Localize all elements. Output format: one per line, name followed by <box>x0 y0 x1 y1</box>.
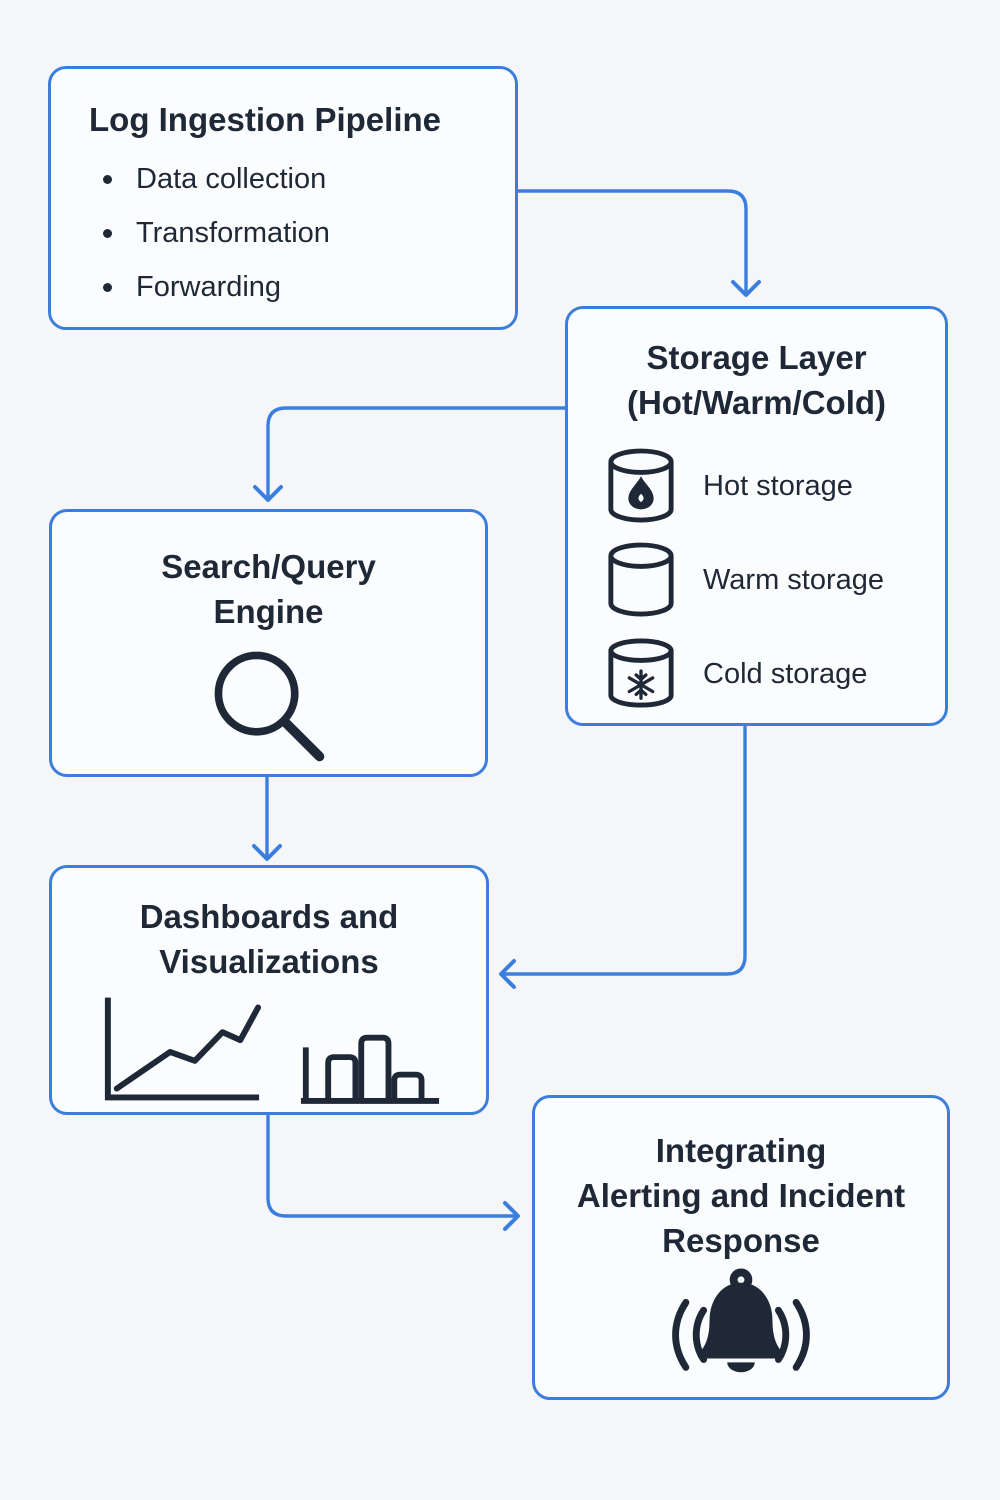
flame-icon <box>628 476 654 510</box>
node-title: Dashboards and Visualizations <box>139 898 399 980</box>
cold-storage-cylinder-icon <box>608 638 674 708</box>
bullet-label: Transformation <box>136 217 330 249</box>
arrowhead-down-icon <box>252 844 282 861</box>
storage-tier-list: Hot storage Warm storage <box>568 439 945 721</box>
storage-tier-label: Warm storage <box>703 563 885 596</box>
node-dashboards-visualizations: Dashboards and Visualizations <box>49 865 489 1115</box>
warm-storage-cylinder-icon <box>608 542 674 617</box>
edge-storage-to-dashboards <box>499 725 747 989</box>
list-item: Transformation <box>89 217 515 250</box>
node-title: Integrating Alerting and Incident Respon… <box>576 1132 906 1259</box>
node-storage-layer: Storage Layer (Hot/Warm/Cold) Hot storag… <box>565 306 948 726</box>
node-title: Search/Query Engine <box>161 548 376 630</box>
edge-search-to-dashboards <box>252 776 282 861</box>
bullet-dot-icon <box>103 229 112 238</box>
list-item: Hot storage <box>568 439 945 533</box>
edge-dashboards-to-alerting <box>266 1114 520 1231</box>
bullet-label: Forwarding <box>136 271 282 303</box>
storage-tier-label: Cold storage <box>703 657 868 690</box>
line-chart-icon <box>104 997 262 1101</box>
list-item: Warm storage <box>568 533 945 627</box>
arrowhead-left-icon <box>499 959 516 989</box>
bullet-dot-icon <box>103 175 112 184</box>
bar-chart-icon <box>300 1034 440 1104</box>
magnifier-icon <box>214 651 324 762</box>
arrowhead-down-icon <box>731 280 761 297</box>
alarm-bell-icon <box>672 1268 810 1373</box>
node-log-ingestion-pipeline: Log Ingestion Pipeline Data collection T… <box>48 66 518 330</box>
list-item: Data collection <box>89 163 515 196</box>
edge-ingestion-to-storage <box>516 189 761 297</box>
storage-tier-label: Hot storage <box>703 469 853 502</box>
node-search-query-engine: Search/Query Engine <box>49 509 488 777</box>
node-alerting-incident-response: Integrating Alerting and Incident Respon… <box>532 1095 950 1400</box>
bullet-dot-icon <box>103 283 112 292</box>
list-item: Cold storage <box>568 627 945 721</box>
node-title: Log Ingestion Pipeline <box>89 101 442 138</box>
arrowhead-right-icon <box>503 1201 520 1231</box>
bullet-list: Data collection Transformation Forwardin… <box>89 163 515 304</box>
node-title: Storage Layer (Hot/Warm/Cold) <box>626 339 887 421</box>
snowflake-icon <box>627 669 655 700</box>
edge-storage-to-search <box>253 406 567 502</box>
bullet-label: Data collection <box>136 163 327 195</box>
hot-storage-cylinder-icon <box>608 448 674 523</box>
arrowhead-down-icon <box>253 485 283 502</box>
list-item: Forwarding <box>89 271 515 304</box>
